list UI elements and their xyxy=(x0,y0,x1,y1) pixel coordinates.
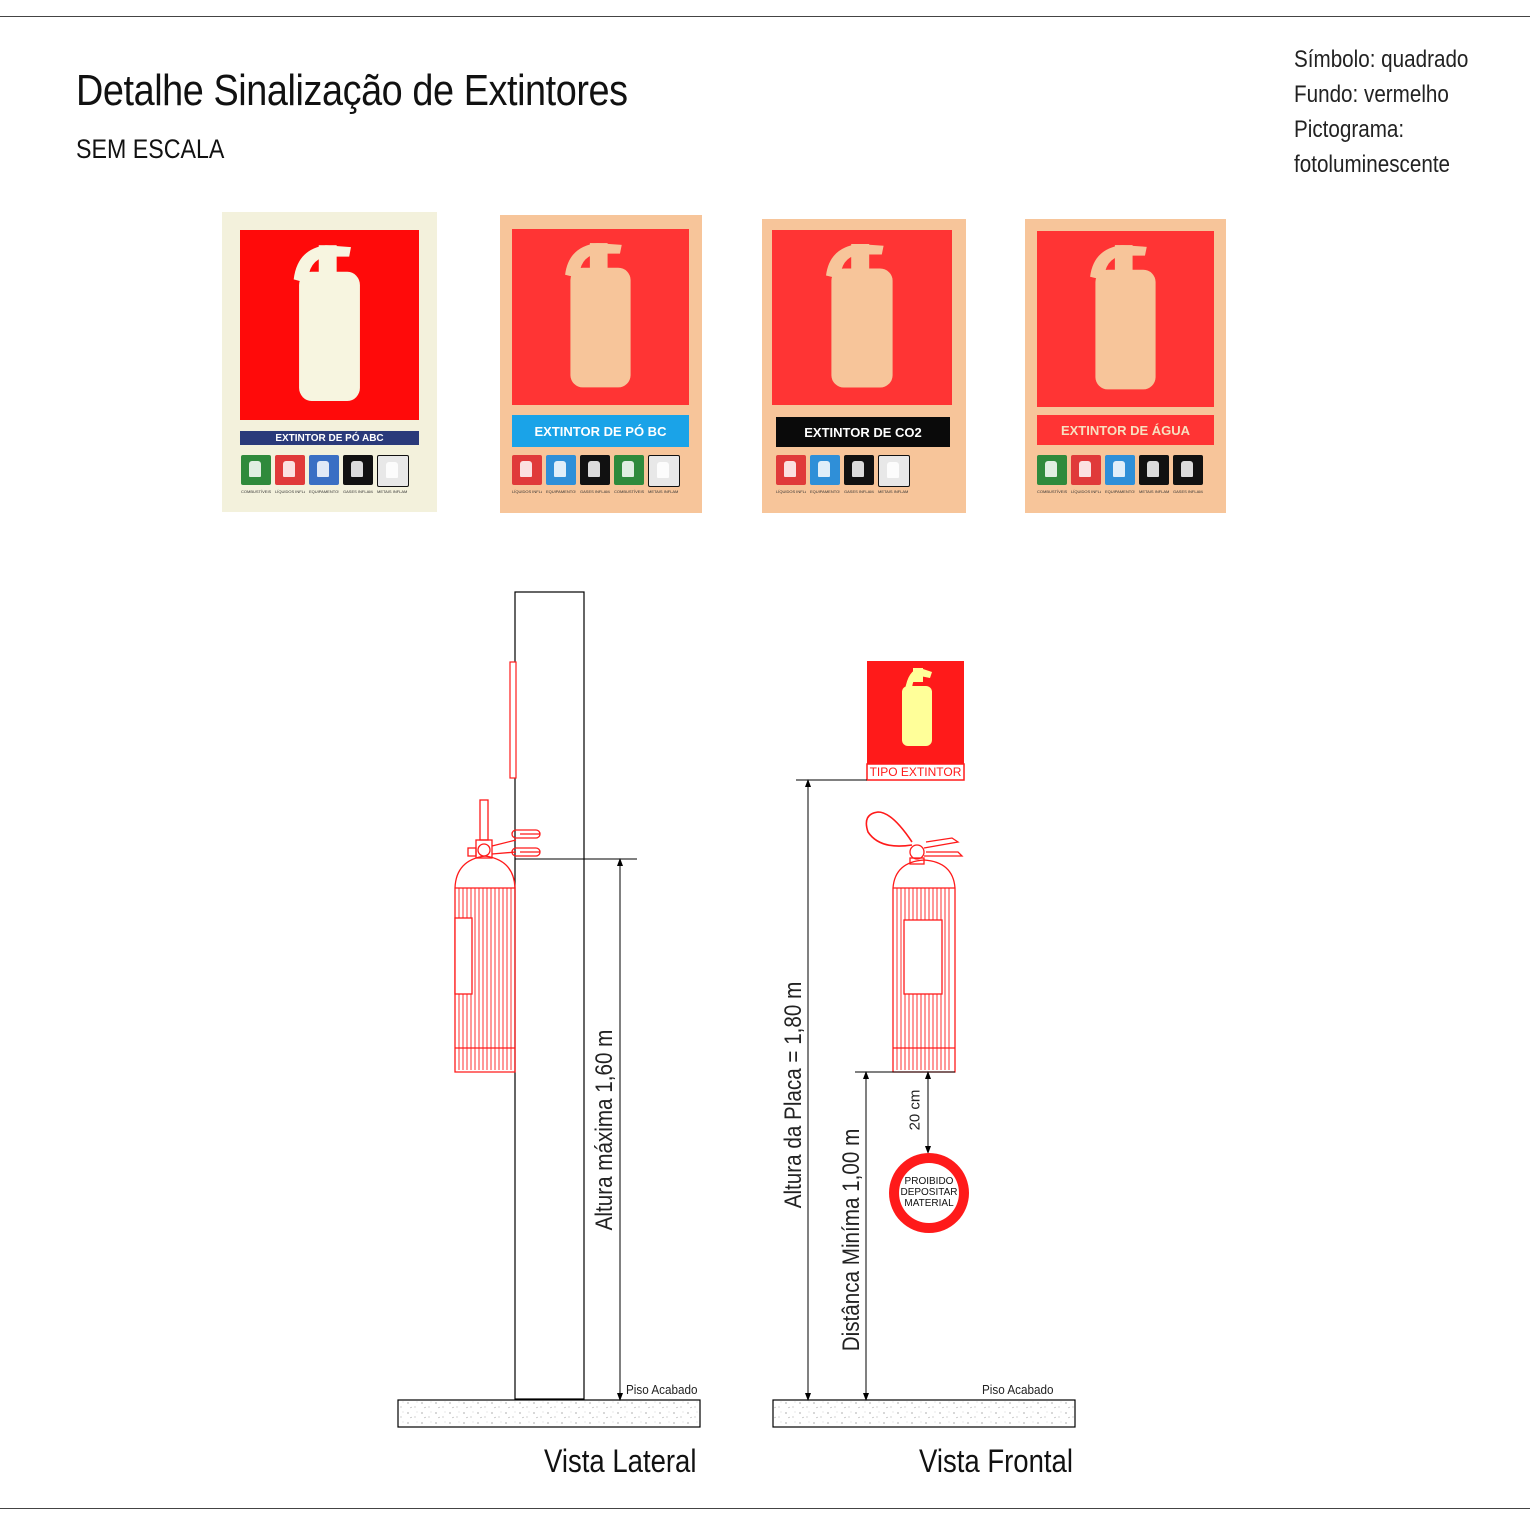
fire-class-icon xyxy=(309,455,339,485)
fire-class-icon xyxy=(614,455,644,485)
fire-class-caption: LÍQUIDOS INFLAMÁVEIS xyxy=(776,489,806,494)
fire-class-captions: COMBUSTÍVEIS SÓLIDOS LÍQUIDOS INFLAMÁVEIS… xyxy=(1037,489,1203,494)
fire-class-caption: GASES INFLAMÁVEIS xyxy=(1173,489,1203,494)
frontal-floor-label: Piso Acabado xyxy=(982,1382,1054,1397)
extinguisher-pictogram-icon xyxy=(565,243,631,388)
spec-symbol: Símbolo: quadrado xyxy=(1294,46,1469,73)
fire-class-caption: COMBUSTÍVEIS SÓLIDOS xyxy=(1037,489,1067,494)
fire-class-caption: EQUIPAMENTOS ELÉTRICOS xyxy=(546,489,576,494)
fire-class-icon xyxy=(343,455,373,485)
fire-class-icons xyxy=(776,455,910,487)
lateral-view-caption: Vista Lateral xyxy=(544,1443,697,1479)
fire-class-icons xyxy=(512,455,680,487)
fire-class-caption: METAIS INFLAMÁVEIS xyxy=(377,489,407,494)
fire-class-icon xyxy=(1037,455,1067,485)
fire-class-caption: GASES INFLAMÁVEIS xyxy=(580,489,610,494)
sign-type-label: EXTINTOR DE PÓ ABC xyxy=(240,431,419,445)
extinguisher-pictogram-icon xyxy=(826,244,893,388)
min-distance-label: Distânca Miníma 1,00 m xyxy=(838,1128,865,1352)
fire-class-caption: COMBUSTÍVEIS SÓLIDOS xyxy=(241,489,271,494)
fire-class-icons xyxy=(241,455,409,487)
fire-class-captions: LÍQUIDOS INFLAMÁVEIS EQUIPAMENTOS ELÉTRIC… xyxy=(512,489,678,494)
scale-note: SEM ESCALA xyxy=(76,134,225,164)
fire-class-caption: GASES INFLAMÁVEIS xyxy=(844,489,874,494)
fire-class-icon xyxy=(648,455,680,487)
fire-class-icon xyxy=(776,455,806,485)
spec-background: Fundo: vermelho xyxy=(1294,81,1449,108)
bottom-border xyxy=(0,1508,1530,1509)
gap-label: 20 cm xyxy=(906,1089,924,1131)
fire-class-icon xyxy=(810,455,840,485)
fire-class-icon xyxy=(241,455,271,485)
lateral-floor xyxy=(397,1399,701,1428)
fire-class-caption: EQUIPAMENTOS ELÉTRICOS xyxy=(309,489,339,494)
spec-note: Símbolo: quadrado Fundo: vermelho Pictog… xyxy=(1294,42,1468,182)
extinguisher-pictogram-icon xyxy=(293,245,360,401)
sign-panel xyxy=(512,229,689,405)
page-title: Detalhe Sinalização de Extintores xyxy=(76,66,628,115)
fire-class-icon xyxy=(878,455,910,487)
sign-type-label: EXTINTOR DE CO2 xyxy=(776,417,950,447)
sign-panel xyxy=(1037,231,1214,407)
fire-class-captions: LÍQUIDOS INFLAMÁVEIS EQUIPAMENTOS ELÉTRIC… xyxy=(776,489,908,494)
spec-pictogram: Pictograma: xyxy=(1294,116,1405,143)
fire-class-icon xyxy=(844,455,874,485)
sign-panel xyxy=(240,230,419,420)
fire-class-icon xyxy=(1071,455,1101,485)
fire-class-caption: EQUIPAMENTOS ELÉTRICOS xyxy=(810,489,840,494)
extinguisher-pictogram-icon xyxy=(1090,245,1156,390)
fire-class-caption: EQUIPAMENTOS ELÉTRICOS xyxy=(1105,489,1135,494)
fire-class-caption: LÍQUIDOS INFLAMÁVEIS xyxy=(1071,489,1101,494)
fire-class-caption: GASES INFLAMÁVEIS xyxy=(343,489,373,494)
fire-class-icon xyxy=(580,455,610,485)
frontal-sign-label: TIPO EXTINTOR xyxy=(869,765,962,779)
prohibited-line-1: PROIBIDO xyxy=(904,1176,954,1187)
fire-class-icon xyxy=(1105,455,1135,485)
fire-class-icon xyxy=(512,455,542,485)
extinguisher-sign-4: EXTINTOR DE ÁGUA COMBUSTÍVEIS SÓLIDOS LÍQU… xyxy=(1025,219,1226,513)
plate-height-label: Altura da Placa = 1,80 m xyxy=(780,981,807,1209)
frontal-view xyxy=(772,661,1076,1428)
lateral-wall xyxy=(514,591,585,1400)
top-border xyxy=(0,16,1530,17)
sign-type-label: EXTINTOR DE ÁGUA xyxy=(1037,415,1214,445)
extinguisher-sign-1: EXTINTOR DE PÓ ABC COMBUSTÍVEIS SÓLIDOS LÍ… xyxy=(222,212,437,512)
prohibited-line-3: MATERIAL xyxy=(904,1198,954,1209)
prohibited-sign xyxy=(889,1153,969,1233)
frontal-floor xyxy=(772,1399,1076,1428)
fire-class-captions: COMBUSTÍVEIS SÓLIDOS LÍQUIDOS INFLAMÁVEIS… xyxy=(241,489,407,494)
frontal-extinguisher xyxy=(865,811,964,1073)
fire-class-icon xyxy=(546,455,576,485)
lateral-extinguisher xyxy=(454,799,541,1073)
extinguisher-sign-2: EXTINTOR DE PÓ BC LÍQUIDOS INFLAMÁVEIS EQU… xyxy=(500,215,702,513)
prohibited-line-2: DEPOSITAR xyxy=(900,1187,958,1198)
sign-type-label: EXTINTOR DE PÓ BC xyxy=(512,415,689,447)
fire-class-caption: METAIS INFLAMÁVEIS xyxy=(878,489,908,494)
fire-class-caption: LÍQUIDOS INFLAMÁVEIS xyxy=(512,489,542,494)
frontal-view-caption: Vista Frontal xyxy=(919,1443,1073,1479)
fire-class-icon xyxy=(1173,455,1203,485)
frontal-sign-label-box xyxy=(866,763,965,781)
lateral-sign-edge xyxy=(509,661,517,779)
lateral-view xyxy=(397,591,701,1428)
fire-class-caption: METAIS INFLAMÁVEIS xyxy=(1139,489,1169,494)
lateral-floor-label: Piso Acabado xyxy=(626,1382,698,1397)
lateral-height-label: Altura máxima 1,60 m xyxy=(591,1029,618,1231)
fire-class-icons xyxy=(1037,455,1203,485)
spec-pictogram-value: fotoluminescente xyxy=(1294,151,1451,178)
sign-panel xyxy=(772,230,952,405)
fire-class-icon xyxy=(377,455,409,487)
fire-class-caption: METAIS INFLAMÁVEIS xyxy=(648,489,678,494)
frontal-sign-pictogram xyxy=(902,668,932,746)
fire-class-caption: LÍQUIDOS INFLAMÁVEIS xyxy=(275,489,305,494)
fire-class-icon xyxy=(275,455,305,485)
fire-class-caption: COMBUSTÍVEIS SÓLIDOS xyxy=(614,489,644,494)
fire-class-icon xyxy=(1139,455,1169,485)
prohibited-text: PROIBIDO DEPOSITAR MATERIAL xyxy=(899,1176,959,1209)
